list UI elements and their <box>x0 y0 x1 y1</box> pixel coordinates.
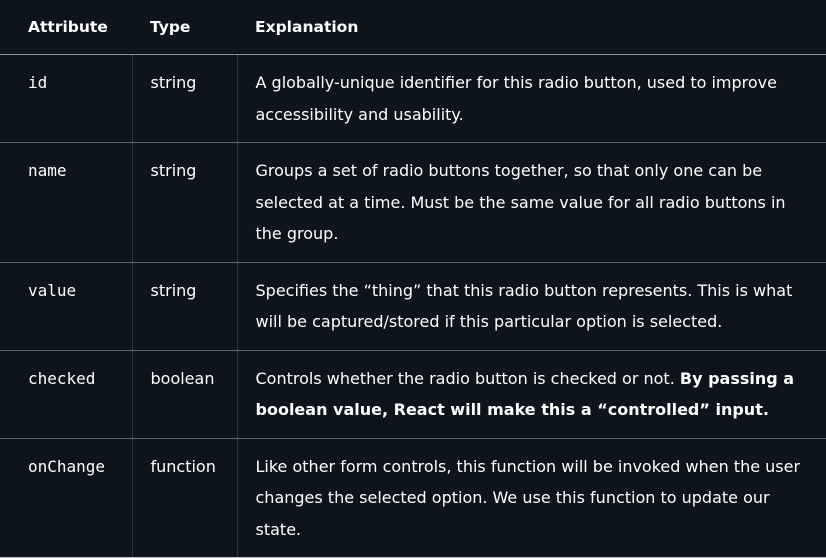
explanation-text: Specifies the “thing” that this radio bu… <box>255 280 793 332</box>
header-row: Attribute Type Explanation <box>0 0 826 55</box>
header-explanation: Explanation <box>237 0 826 55</box>
attribute-cell: onChange <box>0 438 133 558</box>
table-body: id string A globally-unique identifier f… <box>0 54 826 558</box>
table-row: value string Specifies the “thing” that … <box>0 262 826 351</box>
explanation-text: Controls whether the radio button is che… <box>255 368 680 388</box>
explanation-text: A globally-unique identifier for this ra… <box>255 73 777 124</box>
header-type: Type <box>132 0 237 55</box>
table-row: checked boolean Controls whether the rad… <box>0 350 826 439</box>
attribute-cell: value <box>0 262 133 351</box>
attribute-cell: id <box>0 54 133 143</box>
explanation-text: Groups a set of radio buttons together, … <box>255 161 786 243</box>
table-row: id string A globally-unique identifier f… <box>0 54 826 143</box>
table-row: name string Groups a set of radio button… <box>0 142 826 263</box>
header-attribute: Attribute <box>0 0 132 55</box>
explanation-cell: Specifies the “thing” that this radio bu… <box>237 262 826 351</box>
table-row: onChange function Like other form contro… <box>0 438 826 558</box>
attribute-cell: name <box>0 142 133 263</box>
explanation-cell: A globally-unique identifier for this ra… <box>237 54 826 143</box>
explanation-text: Like other form controls, this function … <box>255 456 801 539</box>
explanation-cell: Like other form controls, this function … <box>237 438 826 558</box>
type-cell: string <box>132 262 238 351</box>
type-cell: string <box>132 142 238 263</box>
attribute-cell: checked <box>0 350 133 439</box>
explanation-cell: Groups a set of radio buttons together, … <box>237 142 826 263</box>
explanation-bold-text: By passing a boolean value, React will m… <box>255 368 795 420</box>
type-cell: boolean <box>132 350 238 439</box>
type-cell: string <box>132 54 238 143</box>
type-cell: function <box>132 438 238 558</box>
explanation-cell: Controls whether the radio button is che… <box>237 350 826 439</box>
table-header: Attribute Type Explanation <box>0 0 826 55</box>
